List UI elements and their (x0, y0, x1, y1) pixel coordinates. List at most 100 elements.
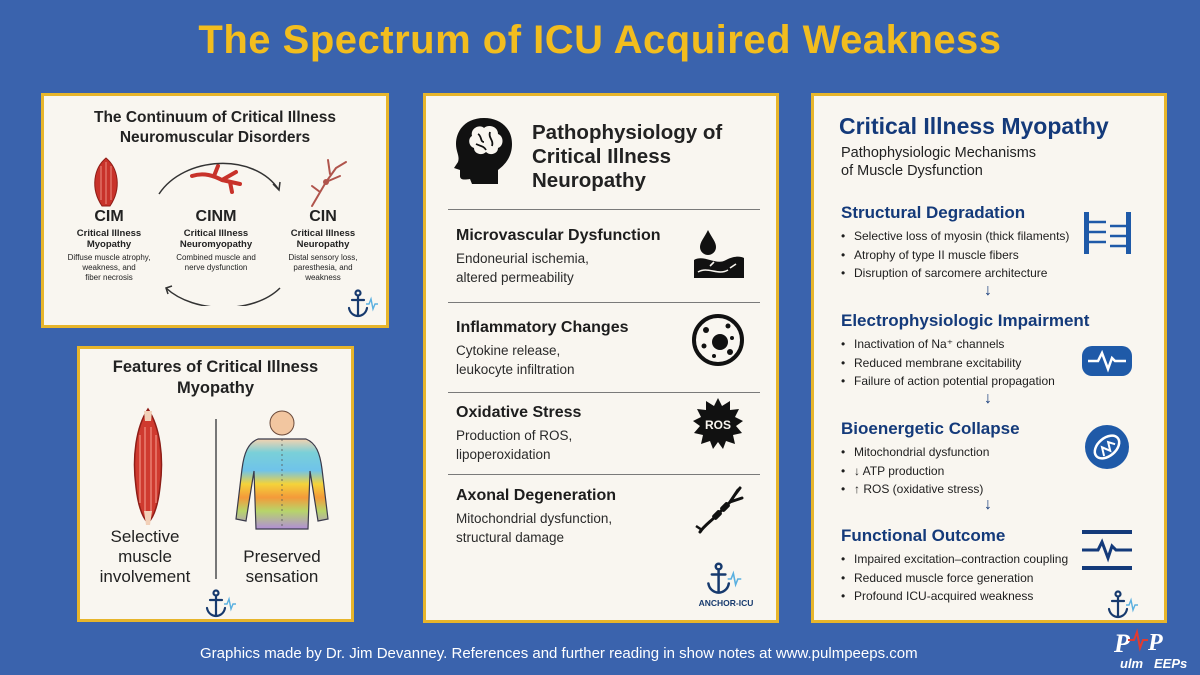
anchor-icon (702, 562, 742, 596)
features-title: Features of Critical Illness Myopathy (80, 357, 351, 399)
sarcomere-icon (1078, 208, 1136, 258)
neuron-icon (311, 159, 347, 207)
section-heading: Oxidative Stress (456, 404, 582, 421)
bioenergetic-collapse-section: Bioenergetic Collapse Mitochondrial dysf… (841, 418, 1141, 499)
features-title-line2: Myopathy (176, 379, 254, 397)
cinm-name2: Neuromyopathy (179, 239, 253, 250)
features-title-line1: Features of Critical Illness (112, 358, 319, 376)
anchor-icon (344, 289, 378, 319)
left-label-line2: muscle (118, 547, 172, 566)
continuum-illustration (94, 157, 347, 306)
bullet-item: ↑ ROS (oxidative stress) (841, 480, 1141, 499)
pulm-peeps-logo: P P ulm EEPs (1113, 628, 1187, 671)
section-desc: Cytokine release, leukocyte infiltration (456, 343, 575, 377)
logo-text1: ulm (1120, 656, 1144, 671)
bullet-item: Reduced muscle force generation (841, 569, 1141, 588)
bullet-item: Atrophy of type II muscle fibers (841, 246, 1141, 265)
bullet-item: ↓ ATP production (841, 462, 1141, 481)
cinm-abbr: CINM (195, 208, 237, 225)
myopathy-title: Critical Illness Myopathy (839, 113, 1109, 139)
cim-abbr: CIM (94, 208, 124, 225)
patho-section-axonal: Axonal Degeneration Mitochondrial dysfun… (456, 486, 756, 547)
anchor-icon (1104, 590, 1138, 620)
pathophysiology-panel: Pathophysiology of Critical Illness Neur… (423, 93, 779, 623)
bullet-item: Profound ICU-acquired weakness (841, 587, 1141, 606)
cin-desc1: Distal sensory loss, (288, 253, 358, 262)
cin-desc3: weakness (305, 273, 341, 282)
section-desc: Production of ROS, lipoperoxidation (456, 428, 573, 462)
patho-section-microvascular: Microvascular Dysfunction Endoneurial is… (456, 226, 756, 287)
cinm-name1: Critical Illness (183, 228, 249, 239)
muscle-illustration (133, 407, 163, 525)
features-panel: Features of Critical Illness Myopathy Se… (77, 346, 354, 622)
action-potential-icon (1078, 336, 1136, 386)
divider (448, 392, 760, 393)
right-label-line1: Preserved (243, 547, 321, 566)
right-label-line2: sensation (245, 567, 319, 586)
divider (448, 209, 760, 210)
divider (448, 474, 760, 475)
section-heading: Microvascular Dysfunction (456, 227, 661, 244)
vessel-drop-icon (694, 230, 744, 278)
ros-icon: ROS (693, 398, 743, 449)
bullet-item: Reduced membrane excitability (841, 354, 1141, 373)
mitochondria-icon (1078, 422, 1136, 472)
top-arrow (158, 162, 280, 195)
bullet-item: Selective loss of myosin (thick filament… (841, 227, 1141, 246)
muscle-icon (94, 157, 118, 207)
cin-abbr: CIN (309, 208, 337, 225)
page-title: The Spectrum of ICU Acquired Weakness (198, 18, 1002, 62)
bullet-item: Failure of action potential propagation (841, 372, 1141, 391)
cin-name1: Critical Illness (290, 228, 356, 239)
myopathy-subtitle: Pathophysiologic Mechanisms of Muscle Dy… (841, 144, 1036, 180)
left-label-line3: involvement (99, 567, 191, 586)
cin-desc2: paresthesia, and (293, 263, 353, 272)
preserved-sensation-label: Preserved sensation (230, 547, 334, 587)
cinm-desc2: nerve dysfunction (184, 263, 248, 272)
section-heading: Inflammatory Changes (456, 319, 629, 336)
section-heading: Axonal Degeneration (456, 487, 617, 504)
continuum-title-line1: The Continuum of Critical Illness (94, 109, 336, 126)
cim-name2: Myopathy (86, 239, 132, 250)
patho-title-line2: Critical Illness (532, 145, 672, 168)
ros-icon-label: ROS (705, 418, 731, 432)
continuum-panel: The Continuum of Critical Illness Neurom… (41, 93, 389, 328)
continuum-title: The Continuum of Critical Illness Neurom… (44, 108, 386, 148)
cim-name1: Critical Illness (76, 228, 142, 239)
anchor-icu-brand: ANCHOR-ICU (698, 598, 754, 608)
cinm-desc1: Combined muscle and (176, 253, 256, 262)
logo-p1: P (1113, 629, 1131, 658)
section-heading: Structural Degradation (841, 203, 1026, 222)
functional-outcome-section: Functional Outcome Impaired excitation–c… (841, 525, 1141, 606)
cim-desc1: Diffuse muscle atrophy, (67, 253, 151, 262)
patho-section-inflammatory: Inflammatory Changes Cytokine release, l… (456, 318, 756, 379)
bullet-item: Disruption of sarcomere architecture (841, 264, 1141, 283)
cin-name2: Neuropathy (296, 239, 350, 250)
myopathy-subtitle-line1: Pathophysiologic Mechanisms (841, 145, 1037, 161)
cim-desc2: weakness, and (82, 263, 136, 272)
section-desc: Endoneurial ischemia, altered permeabili… (456, 251, 589, 285)
logo-p2: P (1147, 630, 1163, 656)
down-arrow: ↓ (984, 496, 992, 513)
continuum-title-line2: Neuromuscular Disorders (119, 129, 311, 146)
section-heading: Functional Outcome (841, 526, 1006, 545)
patho-section-oxidative: Oxidative Stress Production of ROS, lipo… (456, 403, 756, 464)
patho-title-line3: Neuropathy (532, 169, 646, 192)
structural-degradation-section: Structural Degradation Selective loss of… (841, 202, 1141, 283)
left-label-line1: Selective (110, 527, 180, 546)
anchor-icon (202, 589, 236, 619)
section-heading: Electrophysiologic Impairment (841, 311, 1090, 330)
bullet-item: Inactivation of Na⁺ channels (841, 335, 1141, 354)
down-arrow: ↓ (984, 390, 992, 407)
logo-text2: EEPs (1154, 656, 1187, 671)
down-arrow: ↓ (984, 282, 992, 299)
divider-line (215, 419, 217, 579)
